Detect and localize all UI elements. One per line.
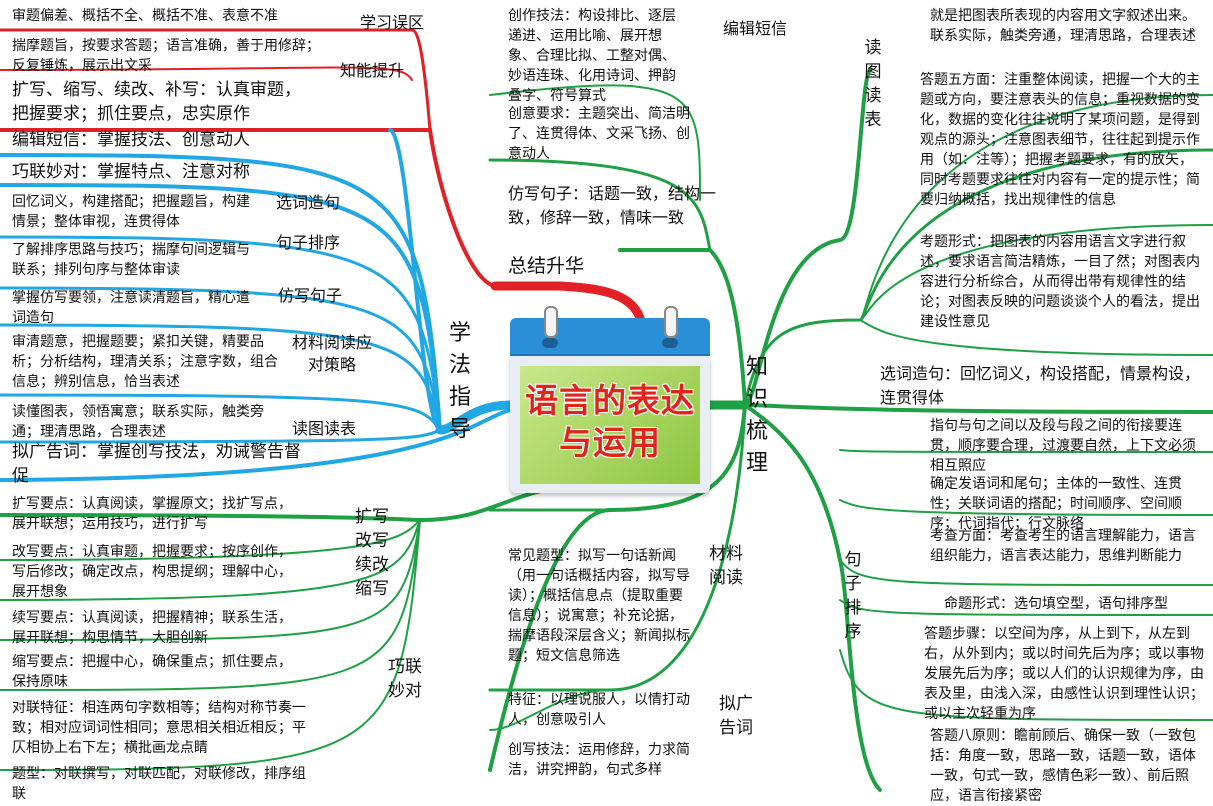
ad-label: 拟广告词 [719,694,753,738]
chart-definition: 就是把图表所表现的内容用文字叙述出来。联系实际，触类旁通，理清思路，合理表述 [930,8,1196,44]
shorten-points: 缩写要点：把握中心，确保重点；抓住要点，保持原味 [12,654,292,690]
sms-skill-text: 创作技法：构设排比、逐层递进、运用比喻、展开想象、合理比拟、工整对偶、妙语连珠、… [508,8,676,104]
blue-line-imitate [0,323,442,432]
reading-material-label: 材料阅读 [709,544,743,588]
chart-reading-text: 读懂图表，领悟寓意；联系实际，触类旁通；理清思路，合理表述 [12,404,264,440]
couplet-types: 题型：对联撰写，对联匹配，对联修改，排序组联 [12,766,306,802]
blue-line-reading [0,393,442,432]
misconception-text: 审题偏差、概括不全、概括不准、表意不准 [12,8,278,24]
chart-label: 读图读表 [864,38,882,130]
red-main-line [490,281,645,323]
center-calendar: 语言的表达与运用 [510,306,710,493]
ad-feature-text: 特征：以理说服人，以情打动人，创意吸引人 [508,692,690,728]
sentence-order-text: 了解排序思路与技巧；揣摩句间逻辑与联系；排列句序与整体审读 [12,242,250,278]
sentence-order-right-label: 句子排序 [844,550,862,642]
chart-question-form: 考题形式：把图表的内容用语言文字进行叙述，要求语言简洁精炼，一目了然；对图表内容… [920,234,1200,330]
imitate-text: 掌握仿写要领，注意读清题旨，精心遣词造句 [12,290,250,326]
sms-summary: 编辑短信：掌握技法、创意动人 [12,130,250,150]
continue-points: 续写要点：认真阅读，把握精神；联系生活，展开联想；构思情节，大胆创新 [12,610,292,646]
study-method-label: 学法指导 [448,321,471,442]
reading-strategy-label: 材料阅读应对策略 [292,333,373,374]
rewrite-points: 改写要点：认真审题，把握要求；按序创作，写后修改；确定改点，构思提纲；理解中心，… [12,544,292,600]
reading-types-text: 常见题型：拟写一句话新闻（用一句话概括内容，拟写导读）；概括信息点（提取重要信息… [508,548,690,664]
order-abilities: 考查方面：考查考生的语言理解能力，语言组织能力，语言表达能力，思维判断能力 [930,528,1196,564]
expand-rewrite-label: 扩写改写续改缩写 [355,507,389,599]
couplet-features: 对联特征：相连两句字数相等；结构对称节奏一致；相对应词词性相同；意思相关相近相反… [12,700,306,756]
calendar-header [510,318,710,358]
misconception-label: 学习误区 [359,13,424,32]
blue-line-word [0,235,442,432]
red-line-expand [0,128,497,288]
blue-line-chart [0,428,442,444]
ability-label: 知能提升 [339,61,404,80]
couplet-summary: 巧联妙对：掌握特点、注意对称 [12,162,250,182]
order-clues: 确定发语词和尾句；主体的一致性、连贯性；关联词语的搭配；时间顺序、空间顺序；代词… [930,476,1182,532]
order-steps: 答题步骤：以空间为序，从上到下，从左到右，从外到内；或以时间先后为序；或以事物发… [924,626,1204,722]
word-choice-label: 选词造句 [275,193,340,212]
red-line-misconception [0,28,432,132]
sms-label: 编辑短信 [722,19,787,38]
order-eight-principles: 答题八原则：瞻前顾后、确保一致（一致包括：角度一致，思路一致，话题一致，语体一致… [930,728,1196,804]
reading-strategy-text: 审清题意，把握题要；紧扣关键，精要品析；分析结构，理清关系；注意字数，组合信息；… [12,334,278,390]
blue-line-order [0,286,442,432]
knowledge-label: 知识梳理 [745,355,768,476]
red-line-ability [0,66,413,81]
word-choice-text: 回忆词义，构建搭配；把握题旨，构建情景；整体审视，连贯得体 [12,194,250,230]
imitate-label: 仿写句子 [277,286,342,305]
imitate-summary: 仿写句子：话题一致，结构一致，修辞一致，情味一致 [508,184,717,227]
order-question-form: 命题形式：选句填空型，语句排序型 [944,596,1168,612]
couplet-label: 巧联妙对 [388,657,422,701]
chart-five-aspects: 答题五方面：注重整体阅读，把握一个大的主题或方向，要注意表头的信息；重视数据的变… [920,72,1200,208]
word-choice-summary: 选词造句：回忆词义，构设搭配，情景构设，连贯得体 [880,364,1201,407]
sentence-order-label: 句子排序 [275,233,340,252]
green-line-word [743,403,1213,414]
calendar-page [520,366,700,484]
green-line-imitate [618,248,747,407]
calendar-ring-right [664,306,678,338]
blue-main-line [435,400,515,435]
center-title: 语言的表达与运用 [525,381,695,462]
calendar-ring-left [544,306,558,338]
sms-requirement-text: 创意要求：主题突出、简洁明了、连贯得体、文采飞扬、创意动人 [508,106,690,162]
expand-points: 扩写要点：认真阅读，掌握原文；找扩写点，展开联想；运用技巧，进行扩写 [12,496,292,532]
ad-summary: 拟广告词：掌握创写技法，劝诫警告督促 [12,442,301,486]
ability-text: 揣摩题旨，按要求答题；语言准确，善于用修辞；反复锤炼，展示出文采 [12,38,320,74]
blue-line-ad [0,408,512,482]
chart-reading-label: 读图读表 [291,419,356,438]
ad-skill-text: 创写技法：运用修辞，力求简洁，讲究押韵，句式多样 [508,742,690,778]
expand-summary: 扩写、缩写、续改、补写：认真审题，把握要求；抓住要点，忠实原作 [12,80,301,124]
summary-label: 总结升华 [508,255,585,277]
blue-line-couplet [0,183,442,432]
order-coherence: 指句与句之间以及段与段之间的衔接要连贯，顺序要合理，过渡要自然，上下文必须相互照… [930,418,1196,474]
